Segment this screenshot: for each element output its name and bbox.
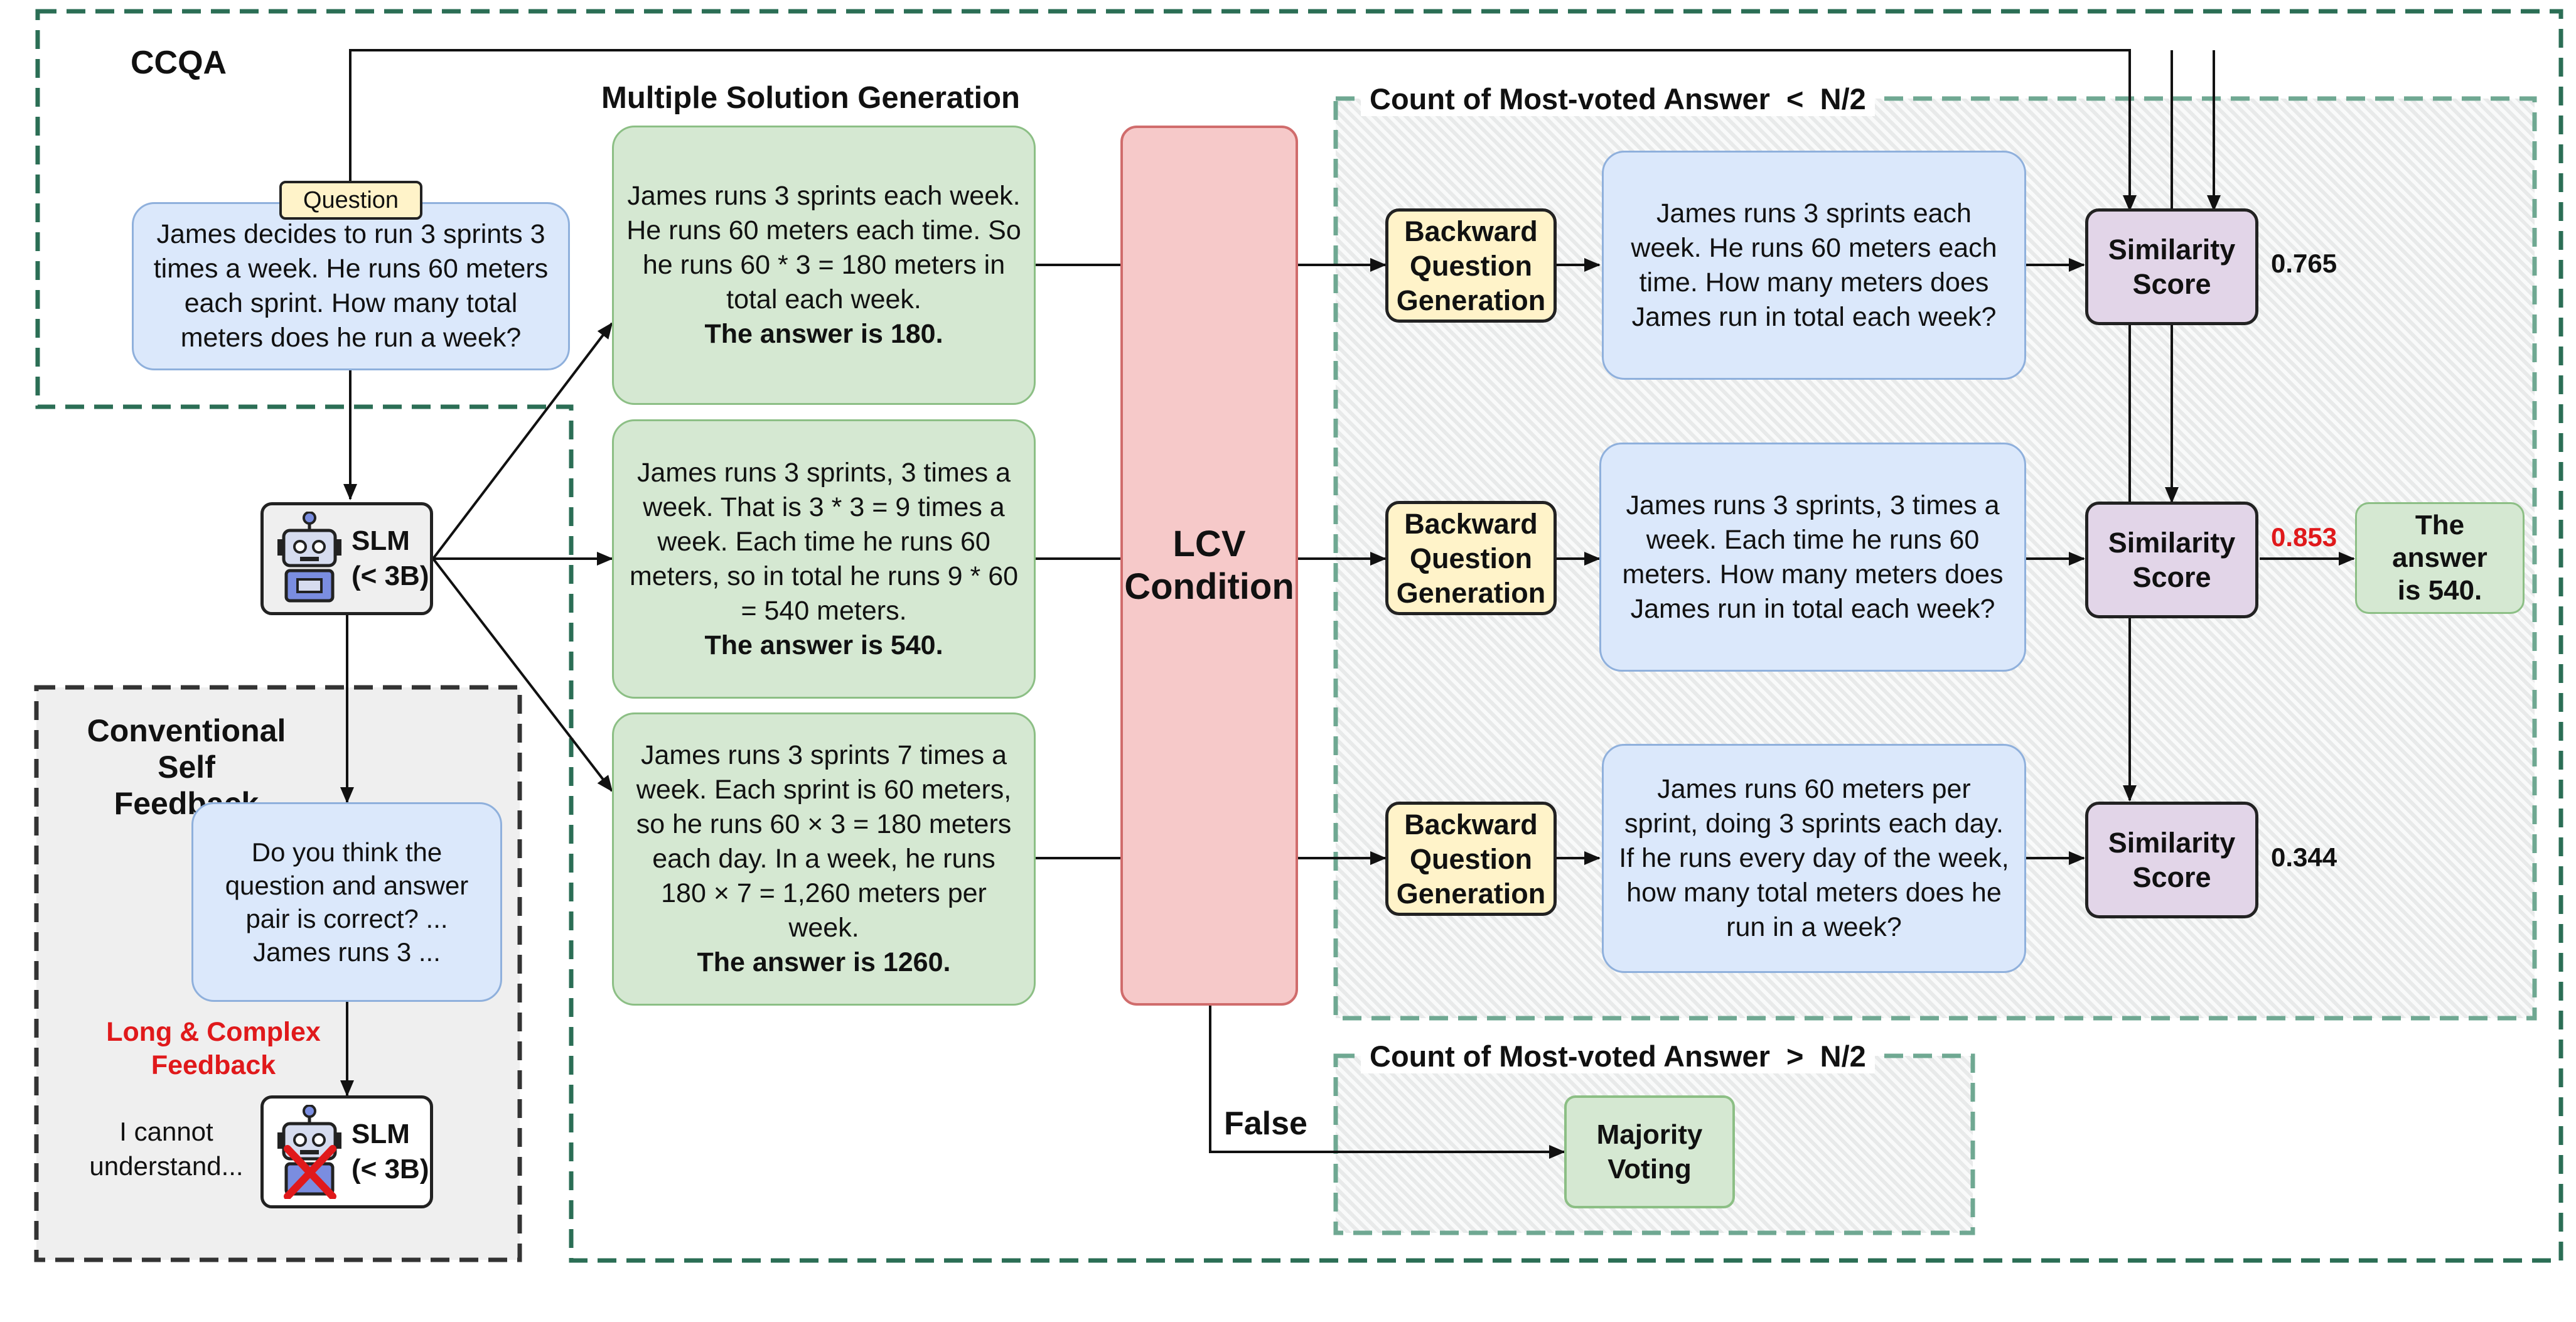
backward-question-box: James runs 3 sprints, 3 times a week. Ea… [1599, 443, 2026, 672]
question-tag: Question [279, 181, 422, 220]
backward-question-text: James runs 3 sprints each week. He runs … [1631, 198, 1997, 332]
lcv-condition-box: LCV Condition [1120, 126, 1298, 1006]
similarity-score-value: 0.344 [2271, 842, 2337, 872]
long-complex-feedback-label: Long & Complex Feedback [106, 1017, 321, 1080]
majority-voting-box: Majority Voting [1564, 1095, 1735, 1208]
backward-question-text: James runs 60 meters per sprint, doing 3… [1619, 774, 2009, 942]
lcv-line1: LCV [1173, 524, 1246, 564]
solution-answer: The answer is 1260. [697, 947, 951, 977]
region-low-border [1333, 96, 2537, 1021]
feedback-question-text: Do you think the question and answer pai… [225, 837, 469, 967]
backward-question-text: James runs 3 sprints, 3 times a week. Ea… [1622, 490, 2004, 624]
solution-answer: The answer is 180. [704, 319, 943, 349]
solution-box: James runs 3 sprints each week. He runs … [612, 126, 1036, 405]
region-low-title: Count of Most-voted Answer < N/2 [1361, 82, 1875, 116]
robot-crossed-icon [277, 1105, 341, 1199]
backward-question-box: James runs 60 meters per sprint, doing 3… [1602, 744, 2026, 973]
ccqa-border [35, 9, 2563, 1263]
slm-response-text: I cannot understand... [89, 1117, 244, 1181]
slm-size: (< 3B) [352, 561, 429, 591]
final-answer-box: The answer is 540. [2355, 502, 2525, 614]
backward-question-generation-box: Backward Question Generation [1385, 208, 1557, 323]
robot-icon [277, 512, 341, 603]
similarity-score-box: Similarity Score [2085, 802, 2258, 918]
slm-failed-box: SLM (< 3B) [260, 1095, 433, 1208]
slm-box: SLM (< 3B) [260, 502, 433, 615]
similarity-score-value: 0.765 [2271, 249, 2337, 278]
feedback-question-box: Do you think the question and answer pai… [191, 802, 502, 1002]
conventional-border [34, 685, 522, 1262]
ccqa-title: CCQA [131, 45, 227, 81]
backward-question-generation-box: Backward Question Generation [1385, 802, 1557, 916]
region-high-vote-background [1336, 1056, 1973, 1233]
question-box: James decides to run 3 sprints 3 times a… [132, 202, 570, 370]
backward-question-generation-box: Backward Question Generation [1385, 501, 1557, 615]
solution-text: James runs 3 sprints 7 times a week. Eac… [636, 740, 1012, 943]
slm-name: SLM [352, 525, 410, 556]
solution-text: James runs 3 sprints, 3 times a week. Th… [629, 457, 1019, 626]
region-high-title: Count of Most-voted Answer > N/2 [1361, 1039, 1875, 1073]
solution-box: James runs 3 sprints, 3 times a week. Th… [612, 419, 1036, 699]
solution-answer: The answer is 540. [704, 630, 943, 660]
similarity-score-box: Similarity Score [2085, 208, 2258, 325]
question-text: James decides to run 3 sprints 3 times a… [153, 219, 549, 353]
similarity-score-best-value: 0.853 [2271, 522, 2337, 552]
multiple-solution-title: Multiple Solution Generation [601, 81, 1020, 115]
similarity-score-box: Similarity Score [2085, 502, 2258, 618]
slm-size: (< 3B) [352, 1154, 429, 1185]
slm-name: SLM [352, 1119, 410, 1149]
solution-text: James runs 3 sprints each week. He runs … [626, 181, 1021, 314]
solution-box: James runs 3 sprints 7 times a week. Eac… [612, 712, 1036, 1006]
backward-question-box: James runs 3 sprints each week. He runs … [1602, 151, 2026, 380]
lcv-line2: Condition [1124, 566, 1294, 607]
false-label: False [1224, 1105, 1307, 1142]
